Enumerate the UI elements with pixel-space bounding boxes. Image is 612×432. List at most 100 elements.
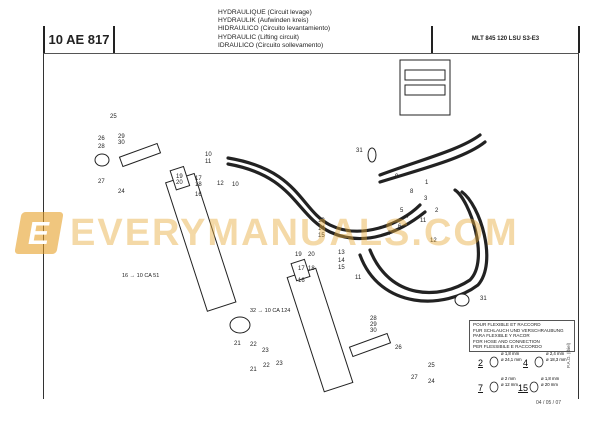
callout-4: 4 <box>405 214 409 220</box>
callout-11: 11 <box>355 275 362 281</box>
legend-item-4: 4 ø 2,4 mm ø 18,3 mm <box>523 351 567 368</box>
bushing <box>94 153 110 167</box>
svg-text:7: 7 <box>478 383 483 393</box>
cylinder-left <box>165 165 237 312</box>
callout-24: 24 <box>118 189 125 195</box>
hose <box>378 140 487 184</box>
hoses <box>226 133 489 303</box>
callout-14: 14 <box>318 226 325 232</box>
cylinder-right <box>286 258 354 393</box>
legend-line: POUR FLEXIBLE ET RACCORD <box>473 322 541 327</box>
callout-28: 28 <box>98 144 105 150</box>
svg-text:ø 12 mm: ø 12 mm <box>501 382 518 387</box>
o-ring-icon <box>489 356 499 368</box>
reference-32: 32 → 10 CA 124 <box>250 308 290 314</box>
legend-item-15: 15 ø 1,8 mm ø 20 mm <box>518 376 560 393</box>
title-es: HIDRAULICO (Circuito levantamiento) <box>218 25 331 33</box>
callout-29: 29 <box>370 322 377 328</box>
callout-15: 15 <box>338 265 345 271</box>
callout-26: 26 <box>395 345 402 351</box>
callout-25: 25 <box>428 363 435 369</box>
callout-30: 30 <box>370 328 377 334</box>
callout-9: 9 <box>395 174 399 180</box>
hose <box>226 162 427 241</box>
pin <box>348 332 392 358</box>
hose <box>358 190 489 303</box>
callout-labels: 2628293027242510111019201718161231918354… <box>98 114 487 385</box>
callout-5: 5 <box>400 208 404 214</box>
parts <box>94 59 470 393</box>
callout-23: 23 <box>276 361 283 367</box>
callout-26: 26 <box>98 136 105 142</box>
callout-12: 12 <box>430 238 437 244</box>
model-name: MLT 845 120 LSU S3-E3 <box>431 26 580 53</box>
section-titles: HYDRAULIQUE (Circuit levage) HYDRAULIK (… <box>218 9 330 50</box>
legend-item-7: 7 ø 2 mm ø 12 mm <box>478 376 518 393</box>
svg-text:ø 24,1 mm: ø 24,1 mm <box>501 357 522 362</box>
callout-20: 20 <box>308 252 315 258</box>
callout-31: 31 <box>356 148 363 154</box>
page-code: 10 AE 817 <box>43 26 115 53</box>
title-en: HYDRAULIC (Lifting circuit) <box>218 33 299 41</box>
clamp <box>454 293 470 307</box>
hose <box>226 156 422 233</box>
callout-28: 28 <box>370 316 377 322</box>
callout-17: 17 <box>195 176 202 182</box>
legend-item-2: 2 ø 1,8 mm ø 24,1 mm <box>478 351 522 368</box>
callout-16: 16 <box>195 192 202 198</box>
callout-16: 16 <box>298 278 305 284</box>
callout-22: 22 <box>263 363 270 369</box>
callout-10: 10 <box>205 152 212 158</box>
title-it: IDRAULICO (Circuito sollevamento) <box>218 41 324 49</box>
title-fr: HYDRAULIQUE (Circuit levage) <box>218 9 312 16</box>
svg-text:ø 1,8 mm: ø 1,8 mm <box>541 376 560 381</box>
callout-11: 11 <box>205 159 212 165</box>
side-note: P.A.O. (Ibiel) <box>566 342 571 368</box>
callout-13: 13 <box>318 218 325 224</box>
page-date: 04 / 05 / 07 <box>536 400 562 406</box>
callout-21: 21 <box>234 341 241 347</box>
svg-text:2: 2 <box>478 358 483 368</box>
legend-line: FUR SCHLAUCH UND VERSCHRAUBUNG <box>473 327 564 333</box>
callout-27: 27 <box>98 179 105 185</box>
svg-text:ø 20 mm: ø 20 mm <box>541 382 558 387</box>
callout-19: 19 <box>295 252 302 258</box>
callout-18: 18 <box>308 266 315 272</box>
callout-30: 30 <box>118 140 125 146</box>
callout-13: 13 <box>338 250 345 256</box>
callout-12: 12 <box>217 181 224 187</box>
svg-text:15: 15 <box>518 383 528 393</box>
o-ring-icon <box>529 381 539 393</box>
o-ring-icon <box>489 381 499 393</box>
callout-17: 17 <box>298 266 305 272</box>
callout-27: 27 <box>411 375 418 381</box>
svg-text:ø 2 mm: ø 2 mm <box>501 376 516 381</box>
hose-legend: POUR FLEXIBLE ET RACCORD FUR SCHLAUCH UN… <box>469 320 575 352</box>
callout-3: 3 <box>424 196 428 202</box>
legend-line: PER FLESSIBILE E RACCORDO <box>473 344 542 350</box>
callout-6: 6 <box>398 224 402 230</box>
legend-line: PARA FLEXIBLE Y RACOR <box>473 333 530 339</box>
callout-18: 18 <box>195 182 202 188</box>
o-ring-icon <box>534 356 544 368</box>
callout-7: 7 <box>388 231 392 237</box>
callout-22: 22 <box>250 342 257 348</box>
watermark: EVERYMANUALS.COM <box>70 212 519 254</box>
pin <box>118 142 162 168</box>
callout-1: 1 <box>425 180 429 186</box>
callout-31: 31 <box>480 296 487 302</box>
callout-29: 29 <box>118 134 125 140</box>
callout-23: 23 <box>262 348 269 354</box>
callout-8: 8 <box>410 189 414 195</box>
callout-21: 21 <box>250 367 257 373</box>
hose <box>368 188 480 295</box>
clamp <box>367 147 377 163</box>
callout-25: 25 <box>110 114 117 120</box>
callout-24: 24 <box>428 379 435 385</box>
callout-14: 14 <box>338 258 345 264</box>
svg-text:ø 18,3 mm: ø 18,3 mm <box>546 357 567 362</box>
callout-20: 20 <box>176 180 183 186</box>
callout-11: 11 <box>420 218 427 224</box>
